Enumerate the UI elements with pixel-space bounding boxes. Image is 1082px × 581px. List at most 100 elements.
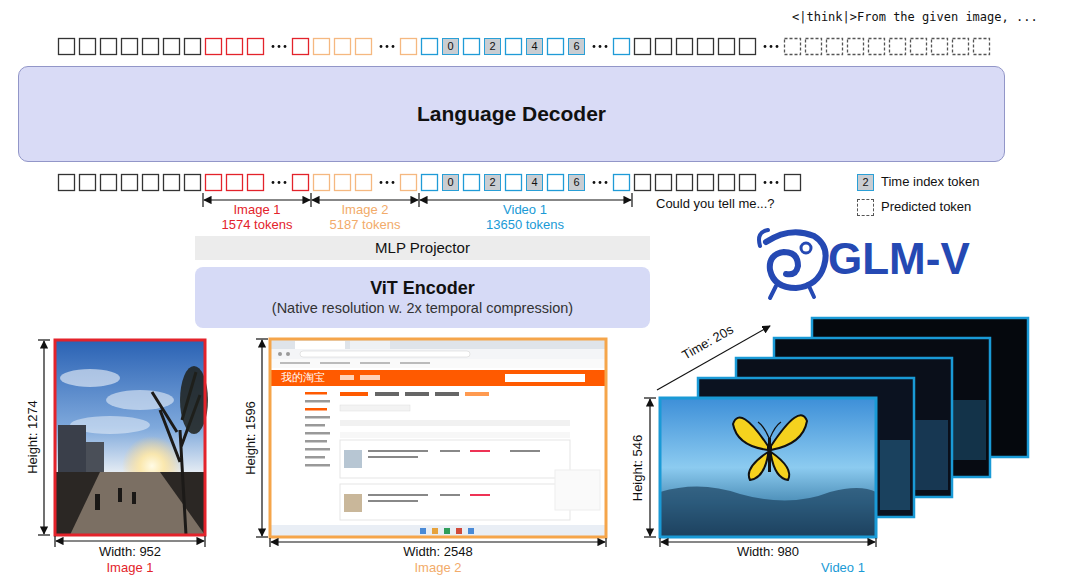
ellipsis-dot xyxy=(284,45,287,48)
bracket-label: Image 1 xyxy=(234,203,281,218)
token-square xyxy=(785,175,801,191)
dimension-label: Width: 2548 xyxy=(403,545,472,560)
token-index: 4 xyxy=(531,176,537,189)
box-title: MLP Projector xyxy=(375,239,470,257)
token-count: 1574 tokens xyxy=(222,218,293,233)
box-subtitle: (Native resolution w. 2x temporal compre… xyxy=(272,300,573,317)
token-square xyxy=(314,175,330,191)
ellipsis-dot xyxy=(386,181,389,184)
predicted-token xyxy=(974,39,990,55)
legend-swatch: 2 xyxy=(857,174,874,191)
token-square xyxy=(59,39,75,55)
ellipsis-dot xyxy=(278,45,281,48)
token-index: 2 xyxy=(489,40,495,53)
ellipsis-dot xyxy=(764,45,767,48)
ellipsis-dot xyxy=(776,45,779,48)
screenshot-image-2 xyxy=(270,339,606,537)
prompt-text: <|think|>From the given image, ... xyxy=(792,11,1038,25)
predicted-token xyxy=(890,39,906,55)
token-square xyxy=(122,175,138,191)
token-square xyxy=(101,39,117,55)
predicted-token xyxy=(827,39,843,55)
token-index: 6 xyxy=(573,40,579,53)
token-count: 13650 tokens xyxy=(486,218,564,233)
token-index: 0 xyxy=(447,40,453,53)
token-square xyxy=(614,39,630,55)
time-index-token: 0 xyxy=(442,174,459,191)
token-square xyxy=(185,39,201,55)
ellipsis-dot xyxy=(605,45,608,48)
token-square xyxy=(185,175,201,191)
token-square xyxy=(335,175,351,191)
ellipsis-dot xyxy=(605,181,608,184)
dimension-label: Width: 980 xyxy=(737,545,799,560)
token-square xyxy=(614,175,630,191)
ellipsis-dot xyxy=(278,181,281,184)
token-square xyxy=(422,39,438,55)
predicted-token xyxy=(848,39,864,55)
box-title: Language Decoder xyxy=(417,101,606,126)
decoder-box: Language Decoder xyxy=(18,66,1005,162)
ellipsis-dot xyxy=(392,181,395,184)
token-square xyxy=(464,39,480,55)
token-index: 0 xyxy=(447,176,453,189)
token-square xyxy=(206,39,222,55)
dimension-label: Height: 1274 xyxy=(26,400,41,474)
encoder-box: ViT Encoder(Native resolution w. 2x temp… xyxy=(195,267,650,328)
token-index: 2 xyxy=(489,176,495,189)
ellipsis-dot xyxy=(593,181,596,184)
legend-index: 2 xyxy=(862,176,868,189)
token-index: 4 xyxy=(531,40,537,53)
legend-text: Time index token xyxy=(881,175,980,190)
token-square xyxy=(356,175,372,191)
token-index: 6 xyxy=(573,176,579,189)
token-square xyxy=(656,175,672,191)
token-square xyxy=(80,175,96,191)
token-square xyxy=(164,175,180,191)
ellipsis-dot xyxy=(770,45,773,48)
token-square xyxy=(80,39,96,55)
token-square xyxy=(401,175,417,191)
token-square xyxy=(422,175,438,191)
time-index-token: 2 xyxy=(484,38,501,55)
screenshot-text: 我的淘宝 xyxy=(281,371,325,384)
token-square xyxy=(59,175,75,191)
token-square xyxy=(719,39,735,55)
ellipsis-dot xyxy=(770,181,773,184)
dimension-label: Width: 952 xyxy=(99,545,161,560)
projector-box: MLP Projector xyxy=(195,236,650,260)
logo-text: GLM-V xyxy=(828,234,970,285)
dimension-label: Height: 1596 xyxy=(244,401,259,475)
token-square xyxy=(698,39,714,55)
token-square xyxy=(506,175,522,191)
ellipsis-dot xyxy=(599,45,602,48)
token-square xyxy=(101,175,117,191)
ellipsis-dot xyxy=(764,181,767,184)
box-title: ViT Encoder xyxy=(370,278,475,300)
predicted-token xyxy=(869,39,885,55)
token-square xyxy=(740,175,756,191)
token-square xyxy=(719,175,735,191)
token-square xyxy=(206,175,222,191)
token-square xyxy=(548,39,564,55)
legend-text: Predicted token xyxy=(881,200,971,215)
time-index-token: 4 xyxy=(526,38,543,55)
predicted-token xyxy=(806,39,822,55)
dimension-arrows xyxy=(38,326,876,547)
token-square xyxy=(164,39,180,55)
token-square xyxy=(122,39,138,55)
logo-icon xyxy=(759,230,826,298)
token-square xyxy=(677,39,693,55)
ellipsis-dot xyxy=(284,181,287,184)
ellipsis-dot xyxy=(272,181,275,184)
token-square xyxy=(401,39,417,55)
token-square xyxy=(635,39,651,55)
time-label: Time: 20s xyxy=(680,323,737,364)
token-square xyxy=(293,39,309,55)
token-square xyxy=(227,175,243,191)
bracket-label: Video 1 xyxy=(503,203,547,218)
legend-dashed-swatch xyxy=(857,199,874,216)
token-square xyxy=(506,39,522,55)
token-square xyxy=(335,39,351,55)
token-square xyxy=(677,175,693,191)
